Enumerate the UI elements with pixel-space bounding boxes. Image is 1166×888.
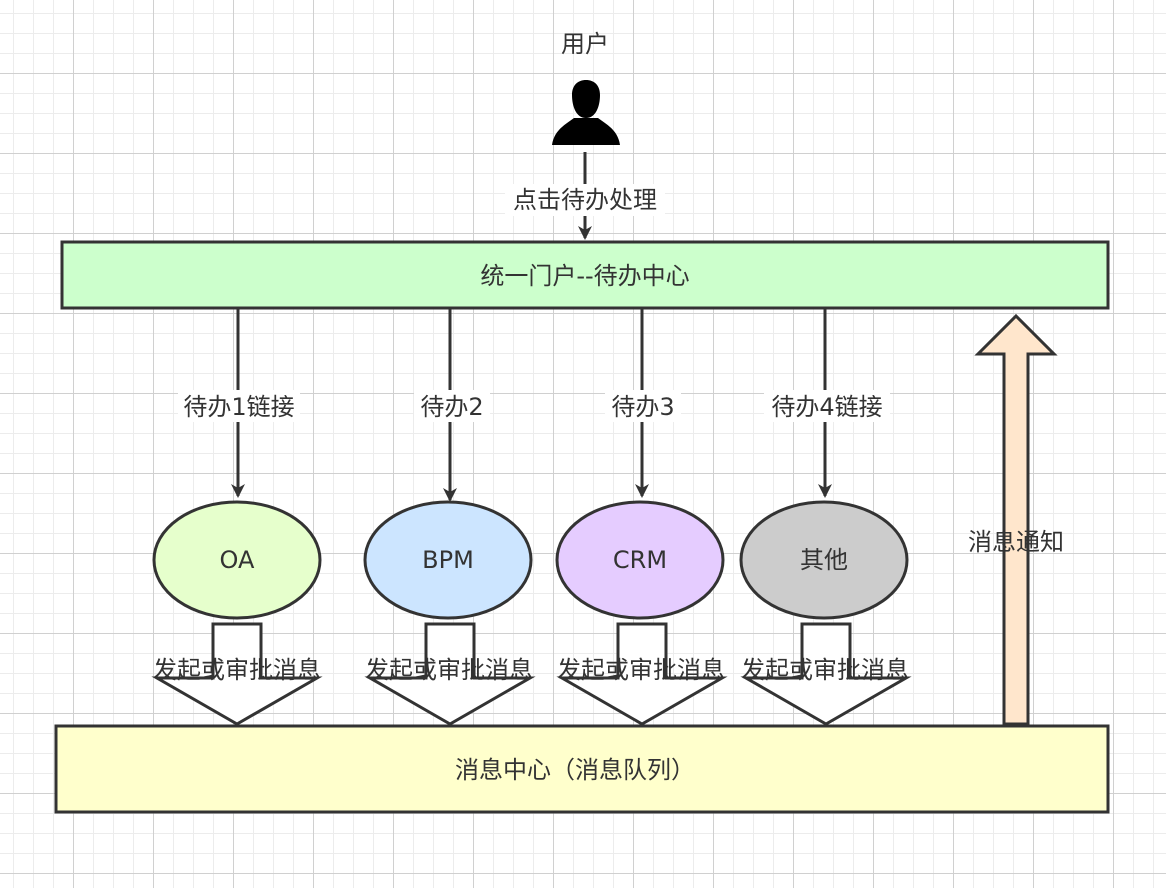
link-label-crm: 待办3 xyxy=(611,393,674,421)
send-label-other: 发起或审批消息 xyxy=(741,656,909,684)
user-silhouette-icon xyxy=(552,80,620,145)
system-bpm-label: BPM xyxy=(422,546,474,574)
notify-label: 消息通知 xyxy=(968,528,1064,556)
link-label-bg xyxy=(414,390,490,422)
send-arrow-crm xyxy=(556,622,728,726)
click-label-bg xyxy=(505,184,665,216)
message-center-box xyxy=(54,724,1110,814)
system-bpm-node xyxy=(363,500,533,620)
link-label-bg xyxy=(764,390,890,422)
portal-label: 统一门户--待办中心 xyxy=(480,262,689,290)
send-arrow-other xyxy=(740,622,912,726)
link-label-bpm: 待办2 xyxy=(420,393,483,421)
user-label: 用户 xyxy=(561,30,609,58)
notify-arrow xyxy=(974,313,1058,726)
link-label-other: 待办4链接 xyxy=(771,393,882,421)
send-arrow-bpm xyxy=(364,622,536,726)
send-arrow-oa xyxy=(151,622,323,726)
link-label-oa: 待办1链接 xyxy=(183,393,294,421)
system-crm-label: CRM xyxy=(613,546,667,574)
link-label-bg xyxy=(178,390,300,422)
portal-box xyxy=(60,240,1110,310)
send-label-crm: 发起或审批消息 xyxy=(557,656,725,684)
system-oa-label: OA xyxy=(220,546,255,574)
link-label-bg xyxy=(605,390,681,422)
system-oa-node xyxy=(152,500,322,620)
system-other-label: 其他 xyxy=(800,546,848,574)
system-other-node xyxy=(739,500,909,620)
system-crm-node xyxy=(555,500,725,620)
click-label: 点击待办处理 xyxy=(513,186,657,214)
send-label-bpm: 发起或审批消息 xyxy=(365,656,533,684)
send-label-oa: 发起或审批消息 xyxy=(153,656,321,684)
message-center-label: 消息中心（消息队列） xyxy=(455,756,695,784)
